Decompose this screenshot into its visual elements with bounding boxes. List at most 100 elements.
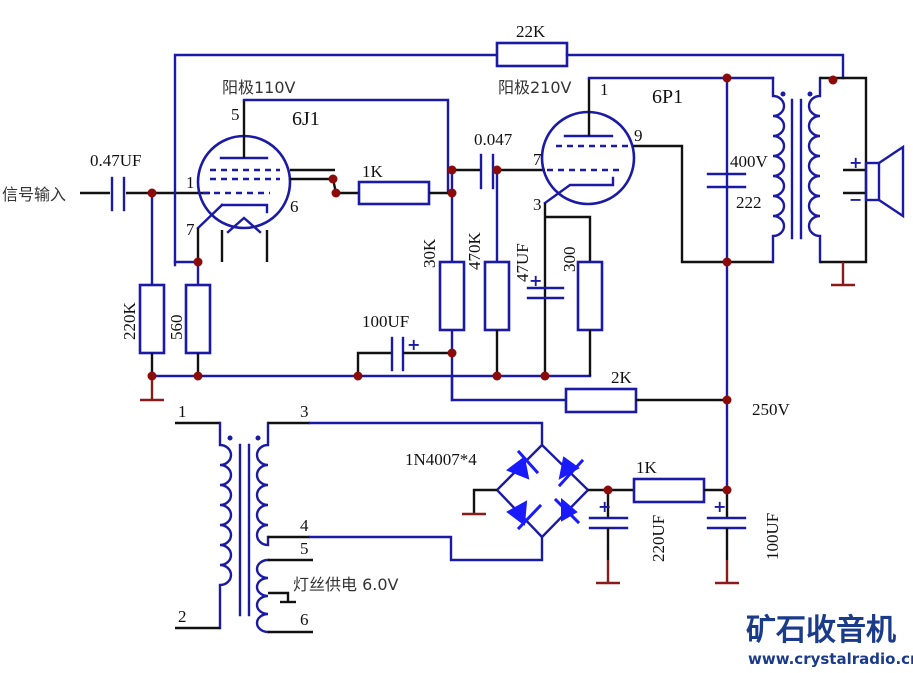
pin-label: 7 <box>533 150 542 169</box>
c100f-plus: + <box>713 497 726 516</box>
label-470k: 470K <box>465 232 484 271</box>
pin-label: 6 <box>300 610 309 629</box>
junction-dot <box>447 348 457 358</box>
junction-dot <box>447 188 457 198</box>
pin-label: 9 <box>634 126 643 145</box>
resistor-1k-filter <box>632 477 706 504</box>
speaker-cone <box>877 144 905 219</box>
label-22k: 22K <box>516 22 546 41</box>
output-transformer <box>771 76 868 287</box>
pin-label: 5 <box>300 539 309 558</box>
pin-label: 1 <box>186 173 195 192</box>
cathode <box>220 203 269 214</box>
feedback-wire-left <box>173 53 502 267</box>
label-220uf: 220UF <box>649 515 668 562</box>
pin-label: 1 <box>600 80 609 99</box>
junction-dot <box>722 73 732 83</box>
label-c-out-voltage: 400V <box>730 152 769 171</box>
r300-wire <box>545 215 592 262</box>
junction-dot <box>353 371 363 381</box>
junction-dot <box>193 371 203 381</box>
label-tube-6p1: 6P1 <box>652 86 683 108</box>
feedback-wire-right <box>565 53 845 80</box>
label-anode-110v: 阳极110V <box>222 78 296 97</box>
tube-6j1 <box>184 98 450 376</box>
primary-winding-power <box>218 421 233 630</box>
bridge-gnd-wire <box>472 488 497 514</box>
speaker-plus: + <box>849 153 862 172</box>
label-560: 560 <box>167 315 186 341</box>
heater-winding <box>255 558 270 634</box>
c100-plus: + <box>407 335 420 354</box>
pin-label: 7 <box>186 220 195 239</box>
hv-winding <box>255 421 270 547</box>
junction-dot <box>492 165 502 175</box>
junction-dot <box>540 371 550 381</box>
bridge-frame <box>495 443 590 539</box>
junction-dot <box>447 165 457 175</box>
heater <box>226 216 262 234</box>
diode-1 <box>505 456 530 480</box>
c220-plus: + <box>598 497 611 516</box>
input-label: 信号输入 <box>2 185 66 204</box>
label-220k: 220K <box>120 302 139 341</box>
secondary-winding <box>807 76 822 264</box>
cathode-diag <box>196 203 224 230</box>
label-bridge: 1N4007*4 <box>405 450 477 469</box>
watermark-title: 矿石收音机 <box>746 613 896 648</box>
junction-dot <box>722 395 732 405</box>
diode-4 <box>561 497 578 522</box>
pin-label: 5 <box>231 105 240 124</box>
speaker-icon <box>843 144 905 219</box>
label-c-in: 0.47UF <box>90 151 141 170</box>
label-tube-6j1: 6J1 <box>292 108 320 130</box>
primary-winding <box>771 76 786 264</box>
speaker-minus: − <box>849 190 862 209</box>
label-c-out-value: 222 <box>736 193 762 212</box>
speaker-magnet <box>864 161 881 202</box>
junction-dot <box>147 188 157 198</box>
junction-dots <box>147 73 838 495</box>
phase-dot-b <box>807 91 813 97</box>
resistor-2k <box>564 387 638 414</box>
watermark-url: www.crystalradio.cn <box>748 650 913 668</box>
pin-label: 6 <box>290 197 299 216</box>
label-heater-supply: 灯丝供电 6.0V <box>293 575 399 594</box>
pin-label: 3 <box>300 402 309 421</box>
junction-dot <box>331 188 341 198</box>
diode-2-bar <box>557 458 585 488</box>
resistor-220k <box>138 283 166 355</box>
screen-grid-wire <box>633 144 725 264</box>
bridge-rectifier <box>462 443 590 539</box>
diode-1-bar <box>516 449 540 475</box>
resistor-300 <box>576 260 604 332</box>
tube-6p1 <box>540 78 725 376</box>
center-tap <box>268 591 290 602</box>
label-1k-filter: 1K <box>636 458 658 477</box>
label-300: 300 <box>560 247 579 273</box>
pin-label: 2 <box>178 607 187 626</box>
label-100uf-bypass: 100UF <box>362 312 409 331</box>
label-100uf-filter: 100UF <box>763 513 782 560</box>
diode-3-bar <box>516 503 543 531</box>
diode-4-bar <box>553 497 581 525</box>
power-transformer <box>175 421 313 634</box>
hv-wire-bottom <box>308 535 544 562</box>
label-2k: 2K <box>611 368 633 387</box>
junction-dot <box>492 371 502 381</box>
junction-dot <box>828 75 838 85</box>
junction-dot <box>722 485 732 495</box>
label-b-plus: 250V <box>752 400 791 419</box>
label-anode-210v: 阳极210V <box>498 78 572 97</box>
label-30k: 30K <box>420 238 439 268</box>
dot-p <box>227 435 233 441</box>
hv-wire-top <box>308 421 544 447</box>
junction-dot <box>193 257 203 267</box>
junction-dot <box>722 257 732 267</box>
label-47uf: 47UF <box>513 243 532 282</box>
pin-label: 3 <box>533 195 542 214</box>
label-1k-grid: 1K <box>362 162 384 181</box>
pin-label: 4 <box>300 516 309 535</box>
